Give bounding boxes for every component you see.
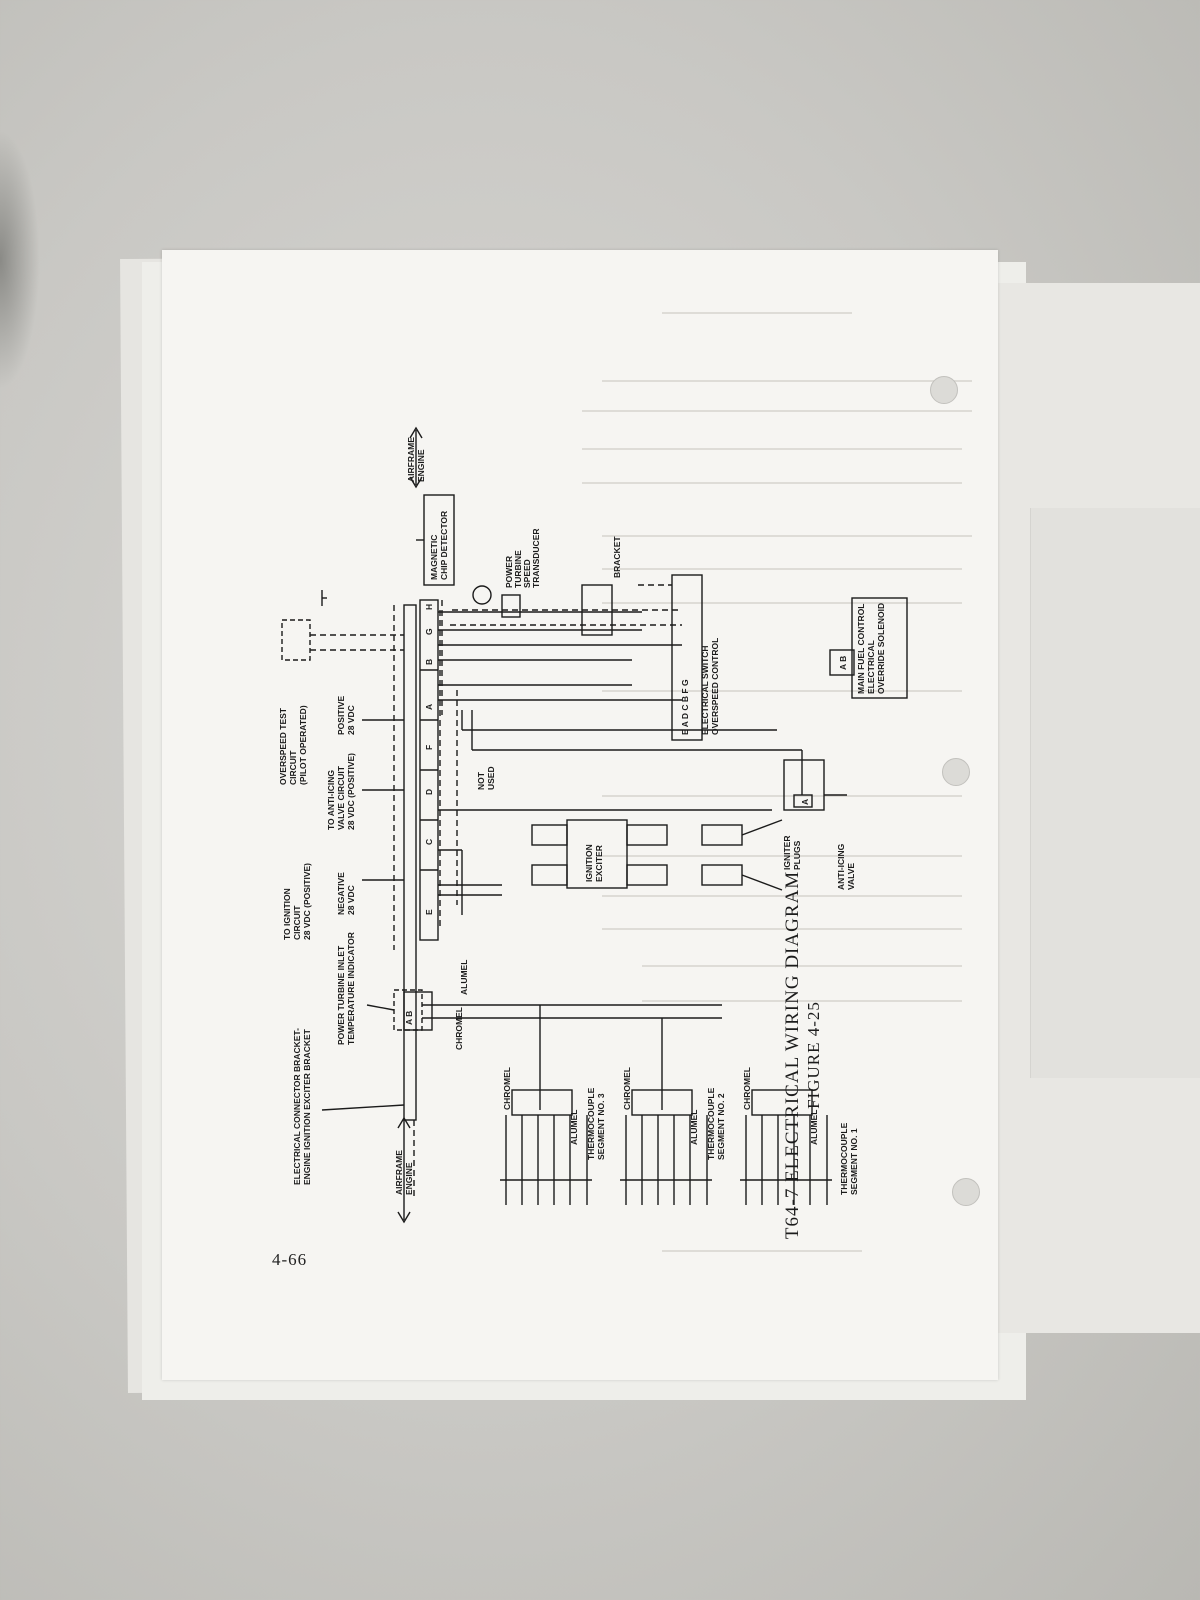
ignition-circuit-label: TO IGNITION CIRCUIT 28 VDC (POSITIVE) [282,863,312,940]
connector-pin-label: A [424,704,434,710]
alumel-label-seg1: ALUMEL [809,1110,819,1145]
negative-28vdc-label: NEGATIVE 28 VDC [336,870,356,915]
chromel-label-seg2: CHROMEL [622,1067,632,1110]
connector-pin-label: F [424,745,434,750]
igniter-plugs-label: IGNITER PLUGS [782,833,802,870]
figure-title: T64-7 ELECTRICAL WIRING DIAGRAM [782,870,803,1240]
connector-pin-label: G [424,628,434,635]
chromel-label-seg1: CHROMEL [742,1067,752,1110]
anti-icing-valve-label: ANTI-ICING VALVE [836,841,856,890]
adjacent-sheet-insert [1030,508,1200,1078]
electrical-switch-label: ELECTRICAL SWITCH OVERSPEED CONTROL [700,638,720,735]
main-fuel-pins: A B [838,656,848,670]
binder-hole [952,1178,980,1206]
thermocouple-segment-2-label: THERMOCOUPLE SEGMENT NO. 2 [706,1085,726,1160]
binder-hole [942,758,970,786]
bracket-label: BRACKET [612,536,622,578]
airframe-engine-label-bottom: AIRFRAME ENGINE [394,1148,414,1195]
wiring-diagram: AIRFRAME ENGINE AIRFRAME ENGINE ELECTRIC… [278,426,908,1224]
connector-ab-pins: A B [404,1011,414,1025]
magnetic-chip-detector-label: MAGNETIC CHIP DETECTOR [429,511,449,580]
airframe-engine-label-top: AIRFRAME ENGINE [406,435,426,482]
binder-hole [930,376,958,404]
alumel-label-seg2: ALUMEL [689,1110,699,1145]
thermocouple-segment-1-label: THERMOCOUPLE SEGMENT NO. 1 [839,1120,859,1195]
alumel-label-seg3: ALUMEL [569,1110,579,1145]
page-number: 4-66 [272,1250,308,1269]
ignition-exciter-label: IGNITION EXCITER [584,842,604,882]
connector-bracket-label: ELECTRICAL CONNECTOR BRACKET- ENGINE IGN… [292,1026,312,1185]
connector-pin-label: D [424,789,434,795]
connector-pin-label: B [424,659,434,665]
positive-28vdc-label: POSITIVE 28 VDC [336,693,356,735]
ptit-indicator-label: POWER TURBINE INLET TEMPERATURE INDICATO… [336,932,356,1045]
chromel-label-bus: CHROMEL [454,1007,464,1050]
connector-pin-label: C [424,839,434,845]
speed-transducer-label: POWER TURBINE SPEED TRANSDUCER [504,529,541,589]
anti-icing-pin: A [800,799,810,805]
overspeed-test-label: OVERSPEED TEST CIRCUIT (PILOT OPERATED) [278,705,308,785]
thermocouple-segment-3-label: THERMOCOUPLE SEGMENT NO. 3 [586,1085,606,1160]
document-page: AIRFRAME ENGINE AIRFRAME ENGINE ELECTRIC… [162,250,998,1380]
figure-number: FIGURE 4-25 [804,1001,823,1109]
main-fuel-control-label: MAIN FUEL CONTROL ELECTRICAL OVERRIDE SO… [856,601,886,694]
not-used-label: NOT USED [476,766,496,790]
anti-icing-circuit-label: TO ANTI-ICING VALVE CIRCUIT 28 VDC (POSI… [326,753,356,830]
alumel-label-bus: ALUMEL [459,960,469,995]
connector-pin-label: E [424,909,434,915]
connector-pin-label: H [424,604,434,610]
chromel-label-seg3: CHROMEL [502,1067,512,1110]
switch-pins-label: E A D C B F G [680,679,690,735]
background-shadow [0,130,40,390]
